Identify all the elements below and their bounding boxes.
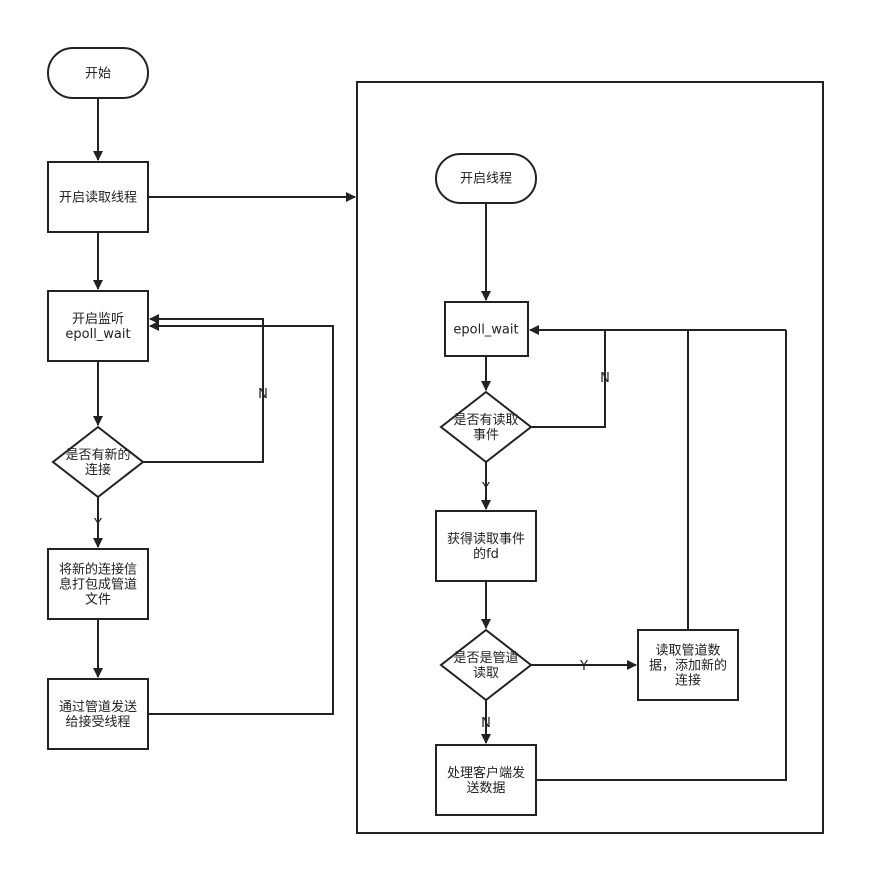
node-has-new-conn: 是否有新的连接 <box>51 425 145 499</box>
node-thread-start-label: 开启线程 <box>460 172 512 187</box>
label-line: epoll_wait <box>453 323 518 338</box>
label-line: 读取 <box>473 666 499 681</box>
label-line: 据，添加新的 <box>649 658 727 674</box>
node-has-read-event: 是否有读取事件 <box>439 390 533 464</box>
label-line: 的fd <box>473 546 499 562</box>
label-line: 通过管道发送 <box>59 699 137 715</box>
label-line: 是否有读取 <box>453 413 518 428</box>
node-get-fd: 获得读取事件的fd <box>435 510 537 582</box>
label-line: 处理客户端发 <box>447 765 525 781</box>
edge-no-new-conn-loop <box>143 314 264 463</box>
node-send-via-pipe-label: 通过管道发送给接受线程 <box>59 699 137 730</box>
label-line: 开启监听 <box>72 312 124 327</box>
node-send-via-pipe: 通过管道发送给接受线程 <box>47 678 149 750</box>
node-start-label: 开始 <box>85 67 111 82</box>
label-line: 给接受线程 <box>65 714 130 730</box>
edge-label-read-event-no: N <box>600 371 610 386</box>
label-line: 开启线程 <box>460 172 512 187</box>
node-get-fd-label: 获得读取事件的fd <box>447 531 525 562</box>
label-line: 送数据 <box>466 781 505 796</box>
label-line: 是否有新的 <box>65 447 130 463</box>
edge-label-new-conn-yes: Y <box>93 517 102 532</box>
node-read-pipe-data: 读取管道数据，添加新的连接 <box>637 629 739 701</box>
node-handle-client: 处理客户端发送数据 <box>435 744 537 816</box>
edge-send-back-to-listen <box>148 321 334 715</box>
node-read-pipe-data-label: 读取管道数据，添加新的连接 <box>649 644 727 689</box>
node-has-read-event-label: 是否有读取事件 <box>453 413 518 443</box>
edge-no-read-event-loop <box>531 330 606 428</box>
node-epoll-wait-label: epoll_wait <box>453 323 518 338</box>
edge-handle-client-return <box>536 330 787 781</box>
edge-label-read-event-yes: Y <box>481 481 490 496</box>
label-line: 连接 <box>675 673 701 689</box>
label-line: 开启读取线程 <box>59 191 137 206</box>
node-start: 开始 <box>47 47 149 99</box>
label-line: 事件 <box>473 428 499 443</box>
label-line: 开始 <box>85 67 111 82</box>
edge-label-pipe-no: N <box>481 716 491 731</box>
label-line: 是否是管道 <box>453 651 518 666</box>
node-start-read-thread-label: 开启读取线程 <box>59 191 137 206</box>
label-line: 获得读取事件 <box>447 531 525 547</box>
label-line: 连接 <box>85 462 111 478</box>
node-is-pipe-read: 是否是管道读取 <box>439 628 533 702</box>
node-is-pipe-read-label: 是否是管道读取 <box>453 651 518 681</box>
node-start-read-thread: 开启读取线程 <box>47 161 149 233</box>
label-line: 息打包成管道 <box>59 577 137 593</box>
node-pack-info: 将新的连接信息打包成管道文件 <box>47 548 149 620</box>
label-line: 将新的连接信 <box>59 562 137 578</box>
label-line: epoll_wait <box>65 327 130 342</box>
node-thread-start: 开启线程 <box>435 153 537 204</box>
node-epoll-wait: epoll_wait <box>444 301 529 357</box>
label-line: 文件 <box>85 593 111 608</box>
node-pack-info-label: 将新的连接信息打包成管道文件 <box>59 562 137 608</box>
node-handle-client-label: 处理客户端发送数据 <box>447 765 525 796</box>
node-has-new-conn-label: 是否有新的连接 <box>65 447 130 478</box>
edge-label-new-conn-no: N <box>258 387 268 402</box>
edge-label-pipe-yes: Y <box>579 659 588 674</box>
label-line: 读取管道数 <box>655 644 720 659</box>
receive-thread-frame <box>356 81 824 834</box>
